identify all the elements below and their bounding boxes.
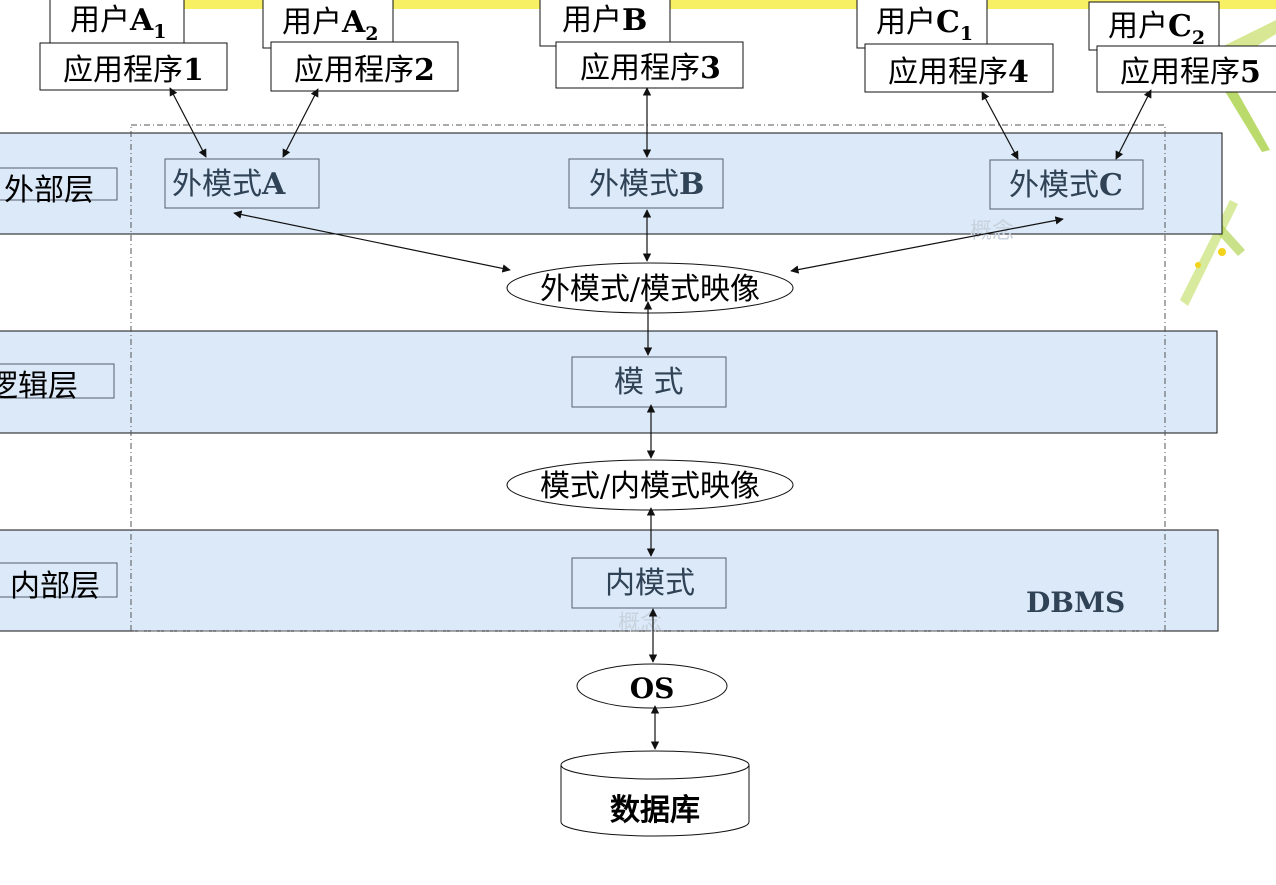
layer-label-internal: 内部层 (0, 562, 118, 604)
svg-text:应用程序5: 应用程序5 (1120, 55, 1261, 90)
database-cylinder: 数据库 (560, 750, 750, 837)
app-box: 应用程序4 (864, 43, 1054, 93)
svg-text:外模式/模式映像: 外模式/模式映像 (540, 272, 760, 307)
layer-label-external: 外部层 (0, 167, 118, 208)
app-box: 应用程序1 (39, 42, 228, 91)
link-arrow (1115, 89, 1152, 160)
layer-label-logical: 逻辑层 (0, 363, 115, 404)
svg-text:应用程序1: 应用程序1 (63, 53, 204, 88)
svg-text:外模式B: 外模式B (589, 167, 704, 202)
schema-box: 模 式 (571, 356, 727, 408)
link-arrow (282, 88, 319, 158)
external-schema-mapping: 外模式/模式映像 (506, 262, 794, 314)
svg-text:用户C1: 用户C1 (876, 5, 973, 45)
user-box: 用户C2 (1088, 1, 1220, 51)
watermark-text: 概念 (618, 611, 662, 636)
svg-text:内模式: 内模式 (605, 566, 695, 601)
link-arrow (169, 87, 207, 158)
user-box: 用户A1 (49, 0, 185, 45)
app-box: 应用程序5 (1096, 45, 1276, 93)
user-box: 用户C1 (856, 0, 988, 49)
svg-text:应用程序2: 应用程序2 (294, 53, 435, 88)
svg-text:用户B: 用户B (562, 3, 647, 38)
svg-text:数据库: 数据库 (610, 793, 700, 828)
svg-text:逻辑层: 逻辑层 (0, 369, 78, 404)
svg-text:外模式A: 外模式A (172, 167, 286, 202)
dbms-label: DBMS (1026, 586, 1125, 619)
svg-text:用户A1: 用户A1 (70, 3, 167, 43)
svg-text:模 式: 模 式 (614, 365, 684, 400)
link-arrow (233, 210, 511, 273)
link-arrow (981, 91, 1019, 160)
svg-text:模式/内模式映像: 模式/内模式映像 (540, 469, 760, 504)
svg-text:应用程序4: 应用程序4 (888, 55, 1029, 90)
svg-text:内部层: 内部层 (10, 569, 100, 604)
svg-text:OS: OS (630, 672, 675, 705)
svg-text:外模式C: 外模式C (1009, 168, 1123, 203)
app-box: 应用程序2 (270, 41, 459, 92)
svg-text:外部层: 外部层 (4, 173, 94, 208)
user-box: 用户A2 (262, 0, 394, 49)
svg-text:应用程序3: 应用程序3 (580, 51, 721, 86)
schema-internal-mapping: 模式/内模式映像 (506, 459, 794, 511)
svg-text:用户A2: 用户A2 (282, 5, 379, 45)
external-schema-box: 外模式C (989, 159, 1144, 210)
external-schema-box: 外模式B (568, 158, 724, 209)
app-box: 应用程序3 (555, 41, 744, 89)
watermark-text: 概念 (970, 219, 1014, 244)
link-arrow (790, 216, 1064, 274)
user-box: 用户B (539, 0, 671, 47)
svg-text:用户C2: 用户C2 (1108, 9, 1205, 49)
internal-schema-box: 内模式 (571, 557, 727, 609)
external-schema-box: 外模式A (164, 158, 320, 209)
os-node: OS (576, 663, 728, 709)
